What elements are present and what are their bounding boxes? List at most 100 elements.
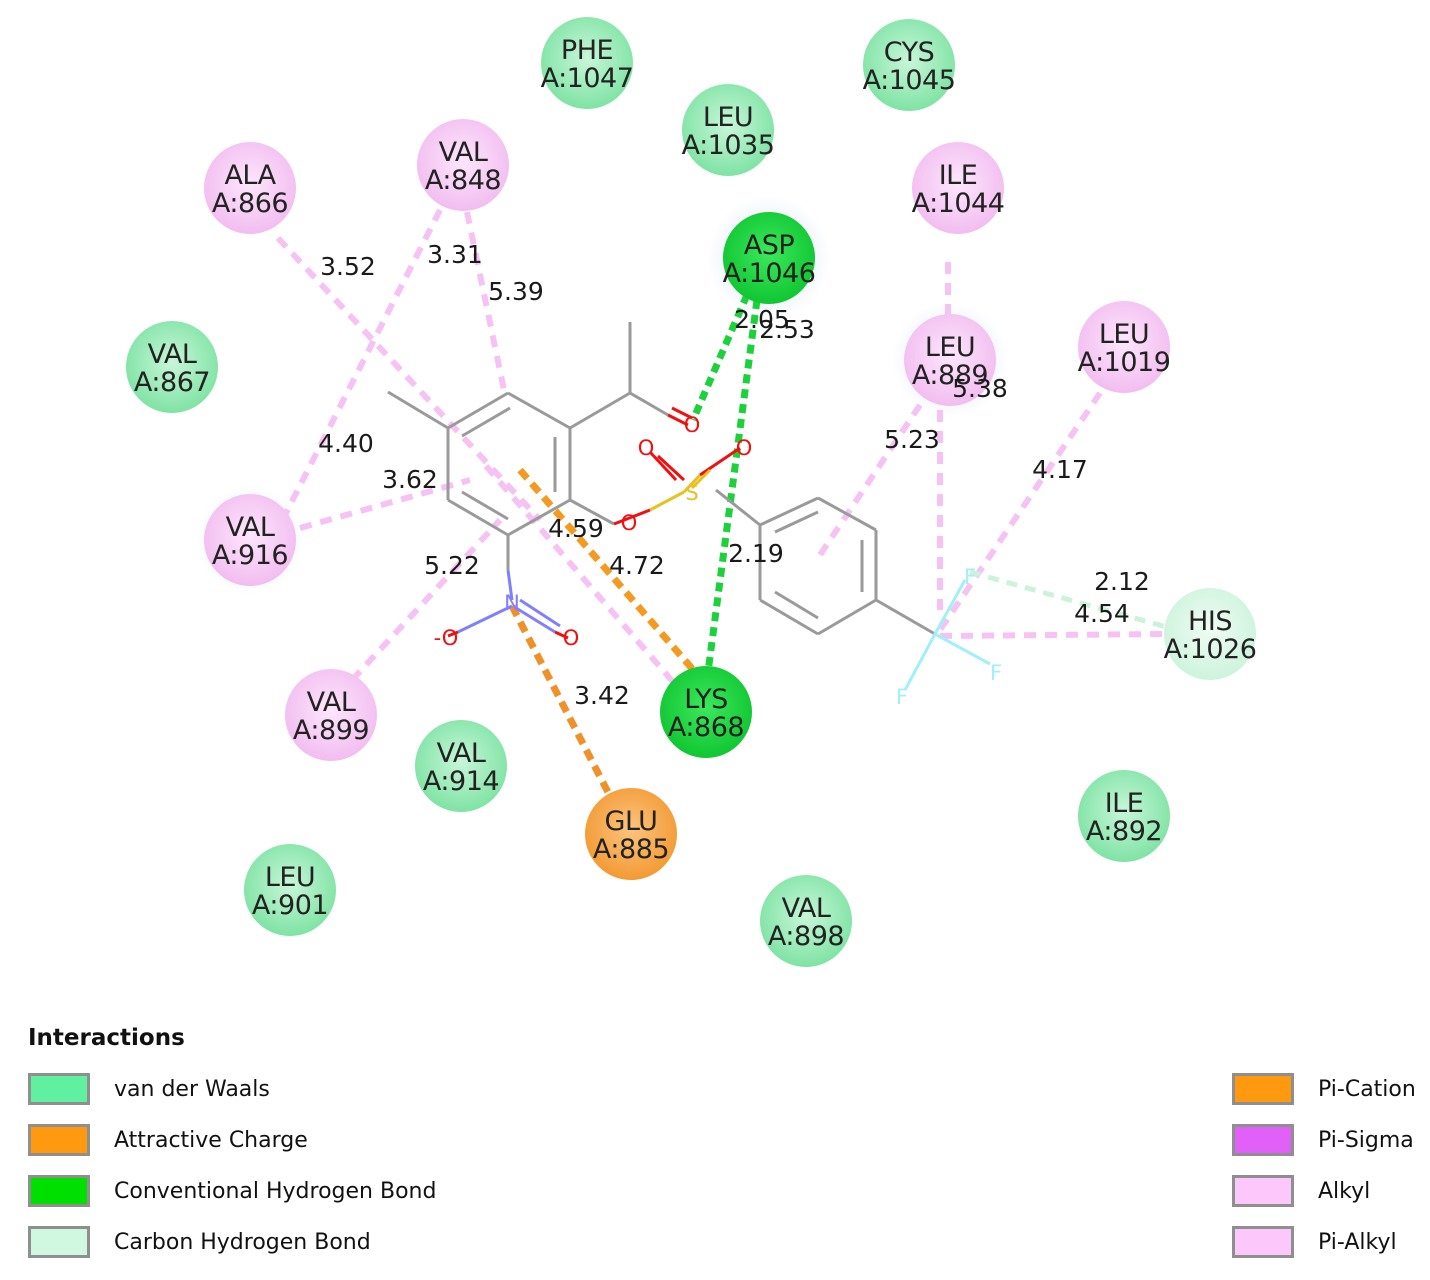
legend-swatch bbox=[1232, 1226, 1294, 1258]
ligand-bond bbox=[629, 391, 669, 417]
residue-circle bbox=[244, 844, 336, 936]
ligand-hetero-bond bbox=[554, 630, 569, 640]
ligand-hetero-bond bbox=[934, 632, 991, 666]
interaction-line-picat bbox=[517, 467, 698, 675]
residue-name: PHE bbox=[561, 35, 613, 66]
residue-name: VAL bbox=[439, 137, 488, 168]
residue-circle bbox=[1164, 588, 1256, 680]
legend-swatch bbox=[28, 1124, 90, 1156]
residue-id: A:867 bbox=[134, 367, 210, 398]
residue-name: LEU bbox=[703, 102, 753, 133]
distance-label: 3.62 bbox=[382, 465, 438, 494]
atom-oxygen-nitro: O bbox=[563, 626, 580, 650]
ligand-hetero-bond bbox=[690, 468, 712, 490]
residue-name: LEU bbox=[265, 862, 315, 893]
residue-circle bbox=[285, 669, 377, 761]
interaction-line-alkyl bbox=[817, 403, 923, 557]
atom-oxygen-ester: O bbox=[621, 511, 638, 535]
residue-name: LEU bbox=[925, 332, 975, 363]
residue-name: HIS bbox=[1188, 606, 1232, 637]
interaction-line-alkyl bbox=[275, 235, 543, 523]
atom-fluorine-3: F bbox=[896, 685, 908, 709]
atom-oxygen-sulfonyl-1: O bbox=[638, 436, 655, 460]
interaction-line-hbond bbox=[704, 299, 761, 673]
distance-label: 4.17 bbox=[1032, 455, 1088, 484]
ligand-hetero-bond bbox=[933, 579, 967, 635]
legend-swatch bbox=[28, 1175, 90, 1207]
legend: Interactions van der Waals Attractive Ch… bbox=[0, 1005, 1430, 1280]
residue-name: VAL bbox=[307, 687, 356, 718]
ligand-bond bbox=[569, 498, 615, 526]
distance-label: 5.39 bbox=[488, 277, 544, 306]
residue-circle bbox=[417, 119, 509, 211]
residue-circle bbox=[126, 321, 218, 413]
legend-item-pi-cation: Pi-Cation bbox=[1232, 1069, 1416, 1109]
distance-label: 4.72 bbox=[609, 551, 665, 580]
residue-circle bbox=[912, 142, 1004, 234]
legend-item-pi-alkyl: Pi-Alkyl bbox=[1232, 1222, 1397, 1262]
legend-label: Attractive Charge bbox=[114, 1127, 308, 1153]
ligand-bond bbox=[817, 496, 877, 532]
residue-circle bbox=[904, 314, 996, 406]
distance-label: 4.59 bbox=[548, 514, 604, 543]
legend-title: Interactions bbox=[28, 1025, 185, 1051]
residue-id: A:889 bbox=[912, 360, 988, 391]
interaction-line-alkyl bbox=[939, 631, 1166, 639]
legend-label: Pi-Alkyl bbox=[1318, 1229, 1397, 1255]
legend-item-conventional-hydrogen-bond: Conventional Hydrogen Bond bbox=[28, 1171, 436, 1211]
residue-circle bbox=[660, 666, 752, 758]
atom-oxygen-anion: -O bbox=[434, 626, 459, 650]
residue-id: A:914 bbox=[423, 766, 499, 797]
distance-label: 2.12 bbox=[1094, 567, 1150, 596]
atom-fluorine-2: F bbox=[990, 661, 1002, 685]
residue-name: ILE bbox=[1105, 788, 1144, 819]
legend-item-pi-sigma: Pi-Sigma bbox=[1232, 1120, 1414, 1160]
ligand-hetero-bond bbox=[519, 598, 561, 628]
ligand-bond bbox=[759, 496, 819, 527]
residue-circle bbox=[415, 720, 507, 812]
residue-name: VAL bbox=[437, 738, 486, 769]
ligand-bond bbox=[461, 406, 511, 438]
ligand-hetero-bond bbox=[649, 490, 685, 512]
legend-label: Alkyl bbox=[1318, 1178, 1371, 1204]
ligand-bond bbox=[507, 498, 571, 537]
ligand-bond bbox=[447, 391, 509, 430]
residue-id: A:1045 bbox=[863, 65, 956, 96]
ligand-hetero-bond bbox=[457, 604, 513, 634]
interaction-line-chb bbox=[969, 569, 1171, 631]
distance-label: 3.42 bbox=[574, 681, 630, 710]
interaction-line-alkyl bbox=[282, 208, 443, 517]
distance-label: 3.31 bbox=[427, 240, 483, 269]
ligand-hetero-bond bbox=[506, 569, 514, 601]
ligand-bond bbox=[875, 598, 936, 636]
distance-label: 2.53 bbox=[759, 315, 815, 344]
ligand-bond bbox=[461, 490, 509, 521]
residue-id: A:1046 bbox=[723, 258, 816, 289]
residue-circle bbox=[1078, 301, 1170, 393]
residue-circle bbox=[760, 875, 852, 967]
residue-name: VAL bbox=[226, 512, 275, 543]
ligand-hetero-bond bbox=[682, 473, 702, 494]
ligand-hetero-bond bbox=[648, 450, 678, 482]
legend-label: Carbon Hydrogen Bond bbox=[114, 1229, 371, 1255]
residue-name: LYS bbox=[684, 684, 728, 715]
residue-id: A:885 bbox=[593, 834, 669, 865]
atom-oxygen-sulfonyl-2: O bbox=[736, 436, 753, 460]
interaction-line-alkyl bbox=[299, 477, 471, 531]
distance-label: 2.05 bbox=[734, 305, 790, 334]
interaction-line-alkyl bbox=[483, 464, 683, 692]
legend-item-attractive-charge: Attractive Charge bbox=[28, 1120, 308, 1160]
residue-circle bbox=[1078, 770, 1170, 862]
